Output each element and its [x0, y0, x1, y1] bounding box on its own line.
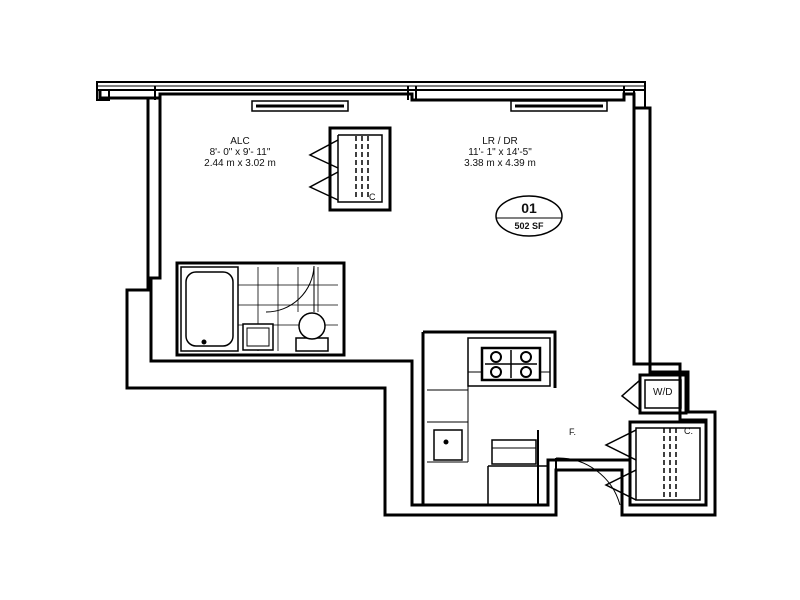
living-dining-dim-metric: 3.38 m x 4.39 m	[464, 158, 536, 169]
alcove-dim-metric: 2.44 m x 3.02 m	[204, 158, 276, 169]
washer-dryer-tag: W/D	[653, 387, 673, 398]
unit-badge	[495, 195, 563, 237]
unit-area: 502 SF	[514, 221, 544, 231]
kitchen	[421, 330, 557, 505]
alcove-dim-imperial: 8'- 0" x 9'- 11"	[209, 147, 271, 158]
alcove-closet	[308, 126, 392, 212]
entry-door	[555, 457, 621, 506]
bathroom	[175, 261, 346, 357]
top-window-wall	[96, 81, 646, 109]
entry-closet	[604, 420, 708, 507]
hvac-units	[251, 100, 608, 112]
alcove-name: ALC	[230, 136, 250, 147]
unit-number: 01	[521, 200, 537, 216]
living-dining-label: LR / DR 11'- 1" x 14'-5" 3.38 m x 4.39 m	[440, 136, 560, 169]
foyer-tag: F.	[569, 427, 577, 437]
alcove-label: ALC 8'- 0" x 9'- 11" 2.44 m x 3.02 m	[180, 136, 300, 169]
living-dining-dim-imperial: 11'- 1" x 14'-5"	[468, 147, 532, 158]
living-dining-name: LR / DR	[482, 136, 518, 147]
alcove-closet-tag: C	[369, 192, 376, 202]
window-mullions	[154, 86, 625, 100]
entry-closet-tag: C.	[684, 426, 693, 436]
washer-dryer-closet	[620, 373, 688, 415]
